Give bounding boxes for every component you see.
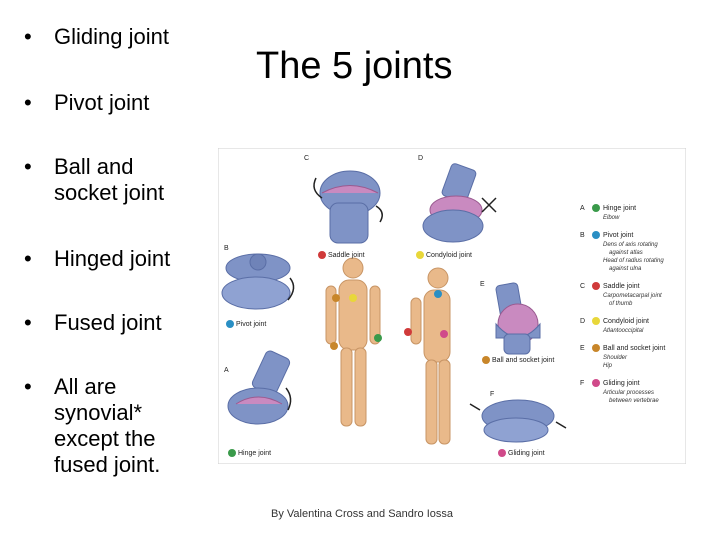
dot-saddle [404, 328, 412, 336]
pivot-joint-label: Pivot joint [236, 321, 266, 328]
legend-example: Dens of axis rotating [603, 242, 658, 248]
panel-letter-d: D [418, 155, 423, 162]
legend-letter: C [580, 283, 585, 290]
panel-letter-e: E [480, 281, 485, 288]
panel-letter-c: C [304, 155, 309, 162]
hinge-joint-label: Hinge joint [238, 450, 271, 457]
legend-example: Elbow [603, 215, 620, 221]
pivot-joint-illustration [221, 253, 295, 310]
legend-name: Condyloid joint [603, 318, 649, 325]
panel-letter-b: B [224, 245, 229, 252]
legend-name: Ball and socket joint [603, 345, 665, 352]
pivot-label-dot [226, 320, 234, 328]
bullet-text: Fused joint [54, 310, 162, 335]
bullet-text: Gliding joint [54, 24, 169, 49]
body-figure-side [410, 267, 451, 445]
dot-pivot [434, 290, 442, 298]
dot-shoulder-ball-socket [332, 294, 340, 302]
ball-socket-label-dot [482, 356, 490, 364]
legend-dot [592, 317, 600, 325]
dot-hip-ball-socket [330, 342, 338, 350]
legend-example: Atlantooccipital [602, 328, 644, 334]
gliding-joint-label: Gliding joint [508, 450, 545, 457]
bullet-text: Hinged joint [54, 246, 171, 271]
hinge-label-dot [228, 449, 236, 457]
bullet-fused: •Fused joint [24, 310, 214, 336]
legend-example: Hip [603, 363, 613, 369]
legend-example: against atlas [609, 250, 643, 256]
legend-dot [592, 344, 600, 352]
bullet-text: Pivot joint [54, 90, 150, 115]
legend-example: of thumb [609, 301, 633, 307]
legend-example: Shoulder [603, 355, 628, 361]
joints-figure: C D B A E F Saddle joint Condyloid joint… [218, 148, 686, 464]
dot-gliding [440, 330, 448, 338]
condyloid-joint-label: Condyloid joint [426, 252, 472, 259]
body-figure-front [325, 257, 381, 427]
saddle-label-dot [318, 251, 326, 259]
legend: A Hinge joint Elbow B Pivot joint Dens o… [580, 204, 665, 404]
ball-socket-joint-label: Ball and socket joint [492, 357, 554, 364]
legend-letter: A [580, 205, 585, 212]
dot-hinge [374, 334, 382, 342]
panel-letter-a: A [224, 367, 229, 374]
legend-example: against ulna [609, 266, 642, 272]
legend-name: Hinge joint [603, 205, 636, 212]
hinge-joint-illustration [227, 350, 292, 425]
legend-letter: E [580, 345, 585, 352]
legend-dot [592, 282, 600, 290]
legend-name: Saddle joint [603, 283, 640, 290]
legend-dot [592, 231, 600, 239]
bullet-hinged: •Hinged joint [24, 246, 214, 272]
dot-condyloid [349, 294, 357, 302]
ball-socket-joint-illustration [495, 282, 541, 355]
saddle-joint-illustration [313, 170, 383, 244]
legend-letter: B [580, 232, 585, 239]
legend-dot [592, 379, 600, 387]
image-credit: By Valentina Cross and Sandro Iossa [271, 508, 454, 520]
legend-example: between vertebrae [609, 398, 659, 404]
condyloid-joint-illustration [422, 163, 497, 243]
legend-example: Head of radius rotating [603, 258, 664, 264]
panel-letter-f: F [490, 391, 494, 398]
gliding-joint-illustration [469, 399, 567, 443]
bullet-pivot: •Pivot joint [24, 90, 214, 116]
legend-letter: F [580, 380, 584, 387]
legend-example: Articular processes [602, 390, 654, 396]
legend-dot [592, 204, 600, 212]
legend-letter: D [580, 318, 585, 325]
legend-name: Pivot joint [603, 232, 633, 239]
condyloid-label-dot [416, 251, 424, 259]
slide-title: The 5 joints [256, 45, 453, 87]
legend-example: Carpometacarpal joint [603, 293, 662, 299]
bullet-gliding: •Gliding joint [24, 24, 214, 50]
gliding-label-dot [498, 449, 506, 457]
saddle-joint-label: Saddle joint [328, 252, 365, 259]
legend-name: Gliding joint [603, 380, 640, 387]
